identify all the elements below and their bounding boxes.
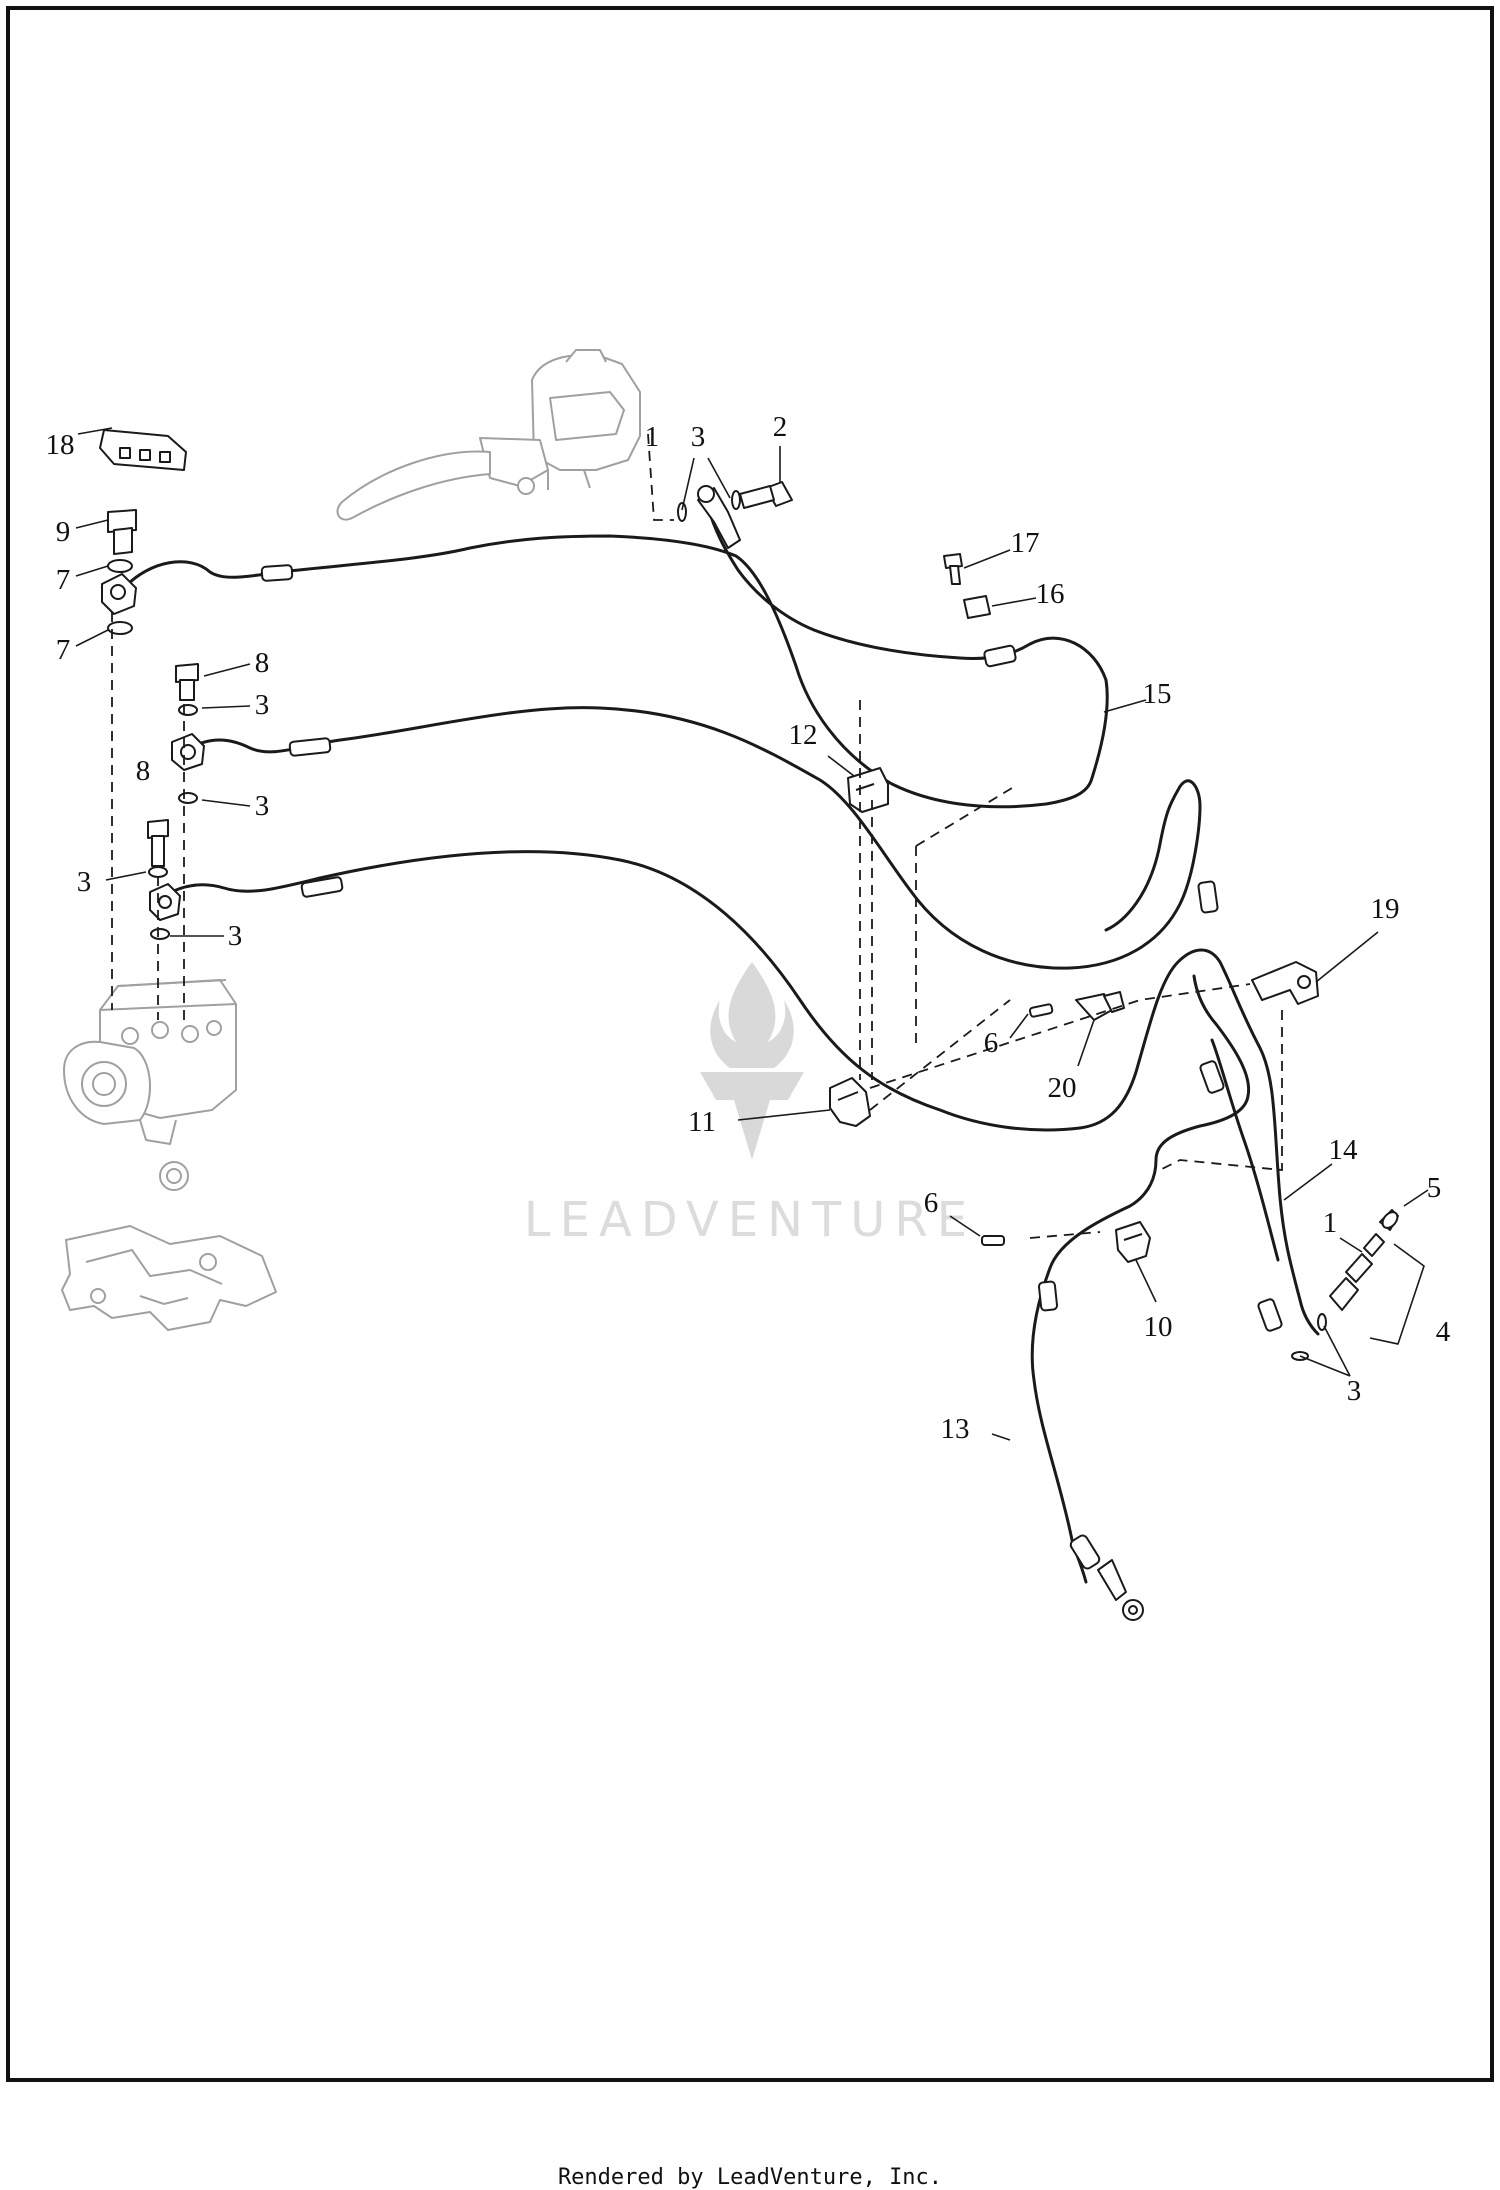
callout-3: 3 <box>691 421 706 453</box>
callout-8: 8 <box>255 647 270 679</box>
callout-8: 8 <box>136 755 151 787</box>
screws <box>943 553 1054 1246</box>
callout-3: 3 <box>255 790 270 822</box>
callout-6: 6 <box>984 1027 999 1059</box>
callout-1: 1 <box>645 421 660 453</box>
brake-line-lower <box>162 850 1320 1336</box>
callout-18: 18 <box>46 429 75 461</box>
banjo-bolts <box>107 481 793 867</box>
callout-16: 16 <box>1036 578 1065 610</box>
hose-fittings <box>260 564 1283 1570</box>
leader-lines <box>75 427 1429 1441</box>
callout-14: 14 <box>1329 1134 1359 1166</box>
callout-20: 20 <box>1048 1072 1077 1104</box>
diagram-frame <box>6 6 1494 2082</box>
brake-line-rear <box>1030 974 1251 1584</box>
callout-15: 15 <box>1143 678 1172 710</box>
clip-11 <box>829 1077 871 1127</box>
callout-5: 5 <box>1427 1172 1442 1204</box>
clip-10 <box>1115 1221 1151 1263</box>
callout-13: 13 <box>941 1413 970 1445</box>
brake-line-middle <box>184 706 1202 970</box>
clip-19 <box>1251 961 1319 1005</box>
callout-7: 7 <box>56 564 71 596</box>
callout-3: 3 <box>228 920 243 952</box>
callout-3: 3 <box>1347 1375 1362 1407</box>
callout-7: 7 <box>56 634 71 666</box>
watermark-logo <box>700 962 804 1160</box>
clip-20 <box>1075 991 1125 1021</box>
callout-17: 17 <box>1011 527 1040 559</box>
watermark-text: LEADVENTURE <box>524 1192 976 1248</box>
rear-banjo-end <box>1097 1559 1144 1621</box>
callout-2: 2 <box>773 411 788 443</box>
brake-line-upper <box>122 498 1109 809</box>
brake-light-switch-assembly <box>1329 1209 1399 1311</box>
abs-module-ghost <box>63 979 237 1191</box>
sealing-washers <box>107 490 1327 1361</box>
hose-holder-18 <box>99 429 187 471</box>
callout-10: 10 <box>1144 1311 1173 1343</box>
callout-6: 6 <box>924 1187 939 1219</box>
callout-1: 1 <box>1323 1207 1338 1239</box>
abs-banjo-blocks <box>101 573 205 921</box>
callout-4: 4 <box>1436 1316 1451 1348</box>
rendered-by-footer: Rendered by LeadVenture, Inc. <box>557 2165 943 2190</box>
callout-19: 19 <box>1371 893 1400 925</box>
assembly-lines <box>111 433 1283 1239</box>
callout-3: 3 <box>255 689 270 721</box>
callout-3: 3 <box>77 866 92 898</box>
clip-12 <box>847 767 889 813</box>
abs-bracket-ghost <box>61 1225 277 1331</box>
callout-9: 9 <box>56 516 71 548</box>
callout-12: 12 <box>789 719 818 751</box>
master-cylinder-ghost <box>336 349 641 521</box>
banjo-fitting-top <box>697 485 741 549</box>
brake-line-rear-short <box>1210 1038 1280 1262</box>
callout-11: 11 <box>688 1106 716 1138</box>
